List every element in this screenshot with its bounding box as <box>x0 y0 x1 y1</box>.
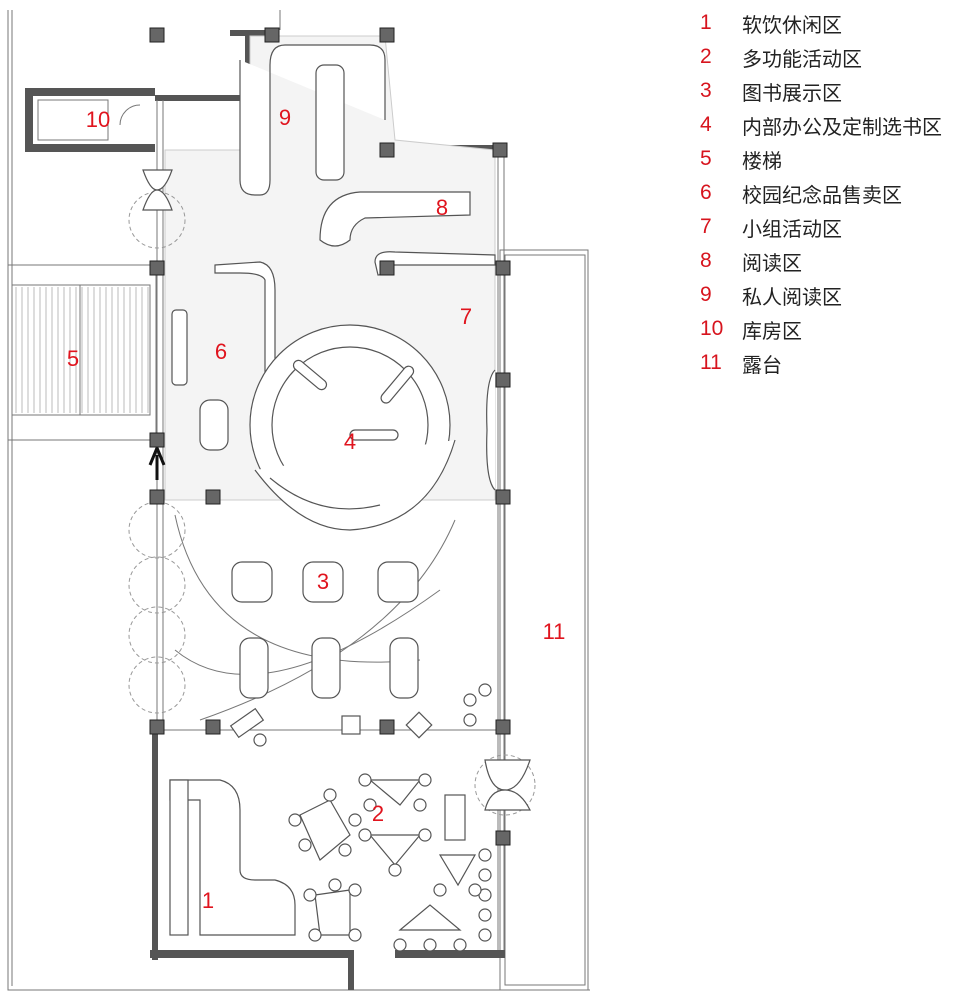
zone-label-2: 2 <box>372 801 384 826</box>
column <box>264 27 280 43</box>
legend-item: 4 内部办公及定制选书区 <box>700 108 942 142</box>
chair <box>478 683 492 697</box>
chair <box>453 938 467 952</box>
column <box>379 27 395 43</box>
column <box>495 372 511 388</box>
chair <box>423 938 437 952</box>
legend-text: 阅读区 <box>742 250 802 275</box>
chair <box>478 928 492 942</box>
columns <box>149 27 511 846</box>
chair <box>348 883 362 897</box>
legend-number: 8 <box>700 249 712 272</box>
legend-text: 图书展示区 <box>742 80 842 105</box>
column <box>149 432 165 448</box>
chair <box>468 883 482 897</box>
chair <box>288 813 302 827</box>
column <box>205 719 221 735</box>
chair <box>413 798 427 812</box>
legend-item: 9 私人阅读区 <box>700 278 942 312</box>
legend-number: 9 <box>700 283 712 306</box>
legend-item: 11 露台 <box>700 346 942 380</box>
legend-item: 10 库房区 <box>700 312 942 346</box>
legend-item: 1 软饮休闲区 <box>700 6 942 40</box>
legend-item: 7 小组活动区 <box>700 210 942 244</box>
legend-number: 10 <box>700 317 724 340</box>
zone-label-3: 3 <box>317 569 329 594</box>
legend-item: 5 楼梯 <box>700 142 942 176</box>
chair <box>358 828 372 842</box>
legend-number: 3 <box>700 79 712 102</box>
column <box>379 719 395 735</box>
chair <box>478 848 492 862</box>
chair <box>358 773 372 787</box>
zone-label-5: 5 <box>67 346 79 371</box>
column <box>495 830 511 846</box>
chair <box>363 798 377 812</box>
column <box>495 719 511 735</box>
stairs <box>7 264 157 441</box>
chair <box>393 938 407 952</box>
legend-number: 6 <box>700 181 712 204</box>
chair <box>338 843 352 857</box>
chair <box>418 773 432 787</box>
zone-label-8: 8 <box>436 195 448 220</box>
legend-text: 楼梯 <box>742 148 782 173</box>
column <box>149 260 165 276</box>
zone-label-10: 10 <box>86 107 110 132</box>
legend-text: 内部办公及定制选书区 <box>742 114 942 139</box>
column <box>495 260 511 276</box>
legend-text: 多功能活动区 <box>742 46 862 71</box>
furniture <box>128 44 536 952</box>
column <box>149 719 165 735</box>
chair <box>433 883 447 897</box>
chair <box>348 813 362 827</box>
chair <box>478 868 492 882</box>
legend-item: 2 多功能活动区 <box>700 40 942 74</box>
zone-label-6: 6 <box>215 339 227 364</box>
zone-label-11: 11 <box>543 619 566 644</box>
legend-item: 8 阅读区 <box>700 244 942 278</box>
legend-text: 私人阅读区 <box>742 284 842 309</box>
chair <box>388 863 402 877</box>
legend-item: 3 图书展示区 <box>700 74 942 108</box>
zone-label-9: 9 <box>279 105 291 130</box>
legend-number: 11 <box>700 351 722 374</box>
chair <box>328 878 342 892</box>
zone-label-4: 4 <box>344 429 356 454</box>
legend-number: 2 <box>700 45 712 68</box>
chair <box>478 908 492 922</box>
zone-labels: 1 2 3 4 5 6 7 8 9 10 11 <box>67 105 566 913</box>
column <box>379 142 395 158</box>
zone-label-7: 7 <box>460 304 472 329</box>
column <box>379 260 395 276</box>
legend-number: 5 <box>700 147 712 170</box>
legend-text: 小组活动区 <box>742 216 842 241</box>
legend-item: 6 校园纪念品售卖区 <box>700 176 942 210</box>
legend-text: 校园纪念品售卖区 <box>742 182 902 207</box>
column <box>149 27 165 43</box>
legend-number: 7 <box>700 215 712 238</box>
chair <box>298 838 312 852</box>
zone-label-1: 1 <box>202 888 214 913</box>
column <box>492 142 508 158</box>
storage-room <box>25 88 155 152</box>
chair <box>348 928 362 942</box>
chair <box>418 828 432 842</box>
chair <box>253 733 267 747</box>
chair <box>463 693 477 707</box>
legend-text: 库房区 <box>742 318 802 343</box>
chair <box>308 928 322 942</box>
legend-text: 软饮休闲区 <box>742 12 842 37</box>
column <box>495 489 511 505</box>
chair <box>463 713 477 727</box>
legend: 1 软饮休闲区 2 多功能活动区 3 图书展示区 4 内部办公及定制选书区 5 楼梯 6 校… <box>700 6 942 380</box>
chair <box>303 888 317 902</box>
column <box>205 489 221 505</box>
legend-text: 露台 <box>742 352 782 377</box>
legend-number: 1 <box>700 11 712 34</box>
column <box>149 489 165 505</box>
floor-plan: 1 2 3 4 5 6 7 8 9 10 11 <box>7 10 590 991</box>
legend-number: 4 <box>700 113 712 136</box>
chair <box>323 788 337 802</box>
